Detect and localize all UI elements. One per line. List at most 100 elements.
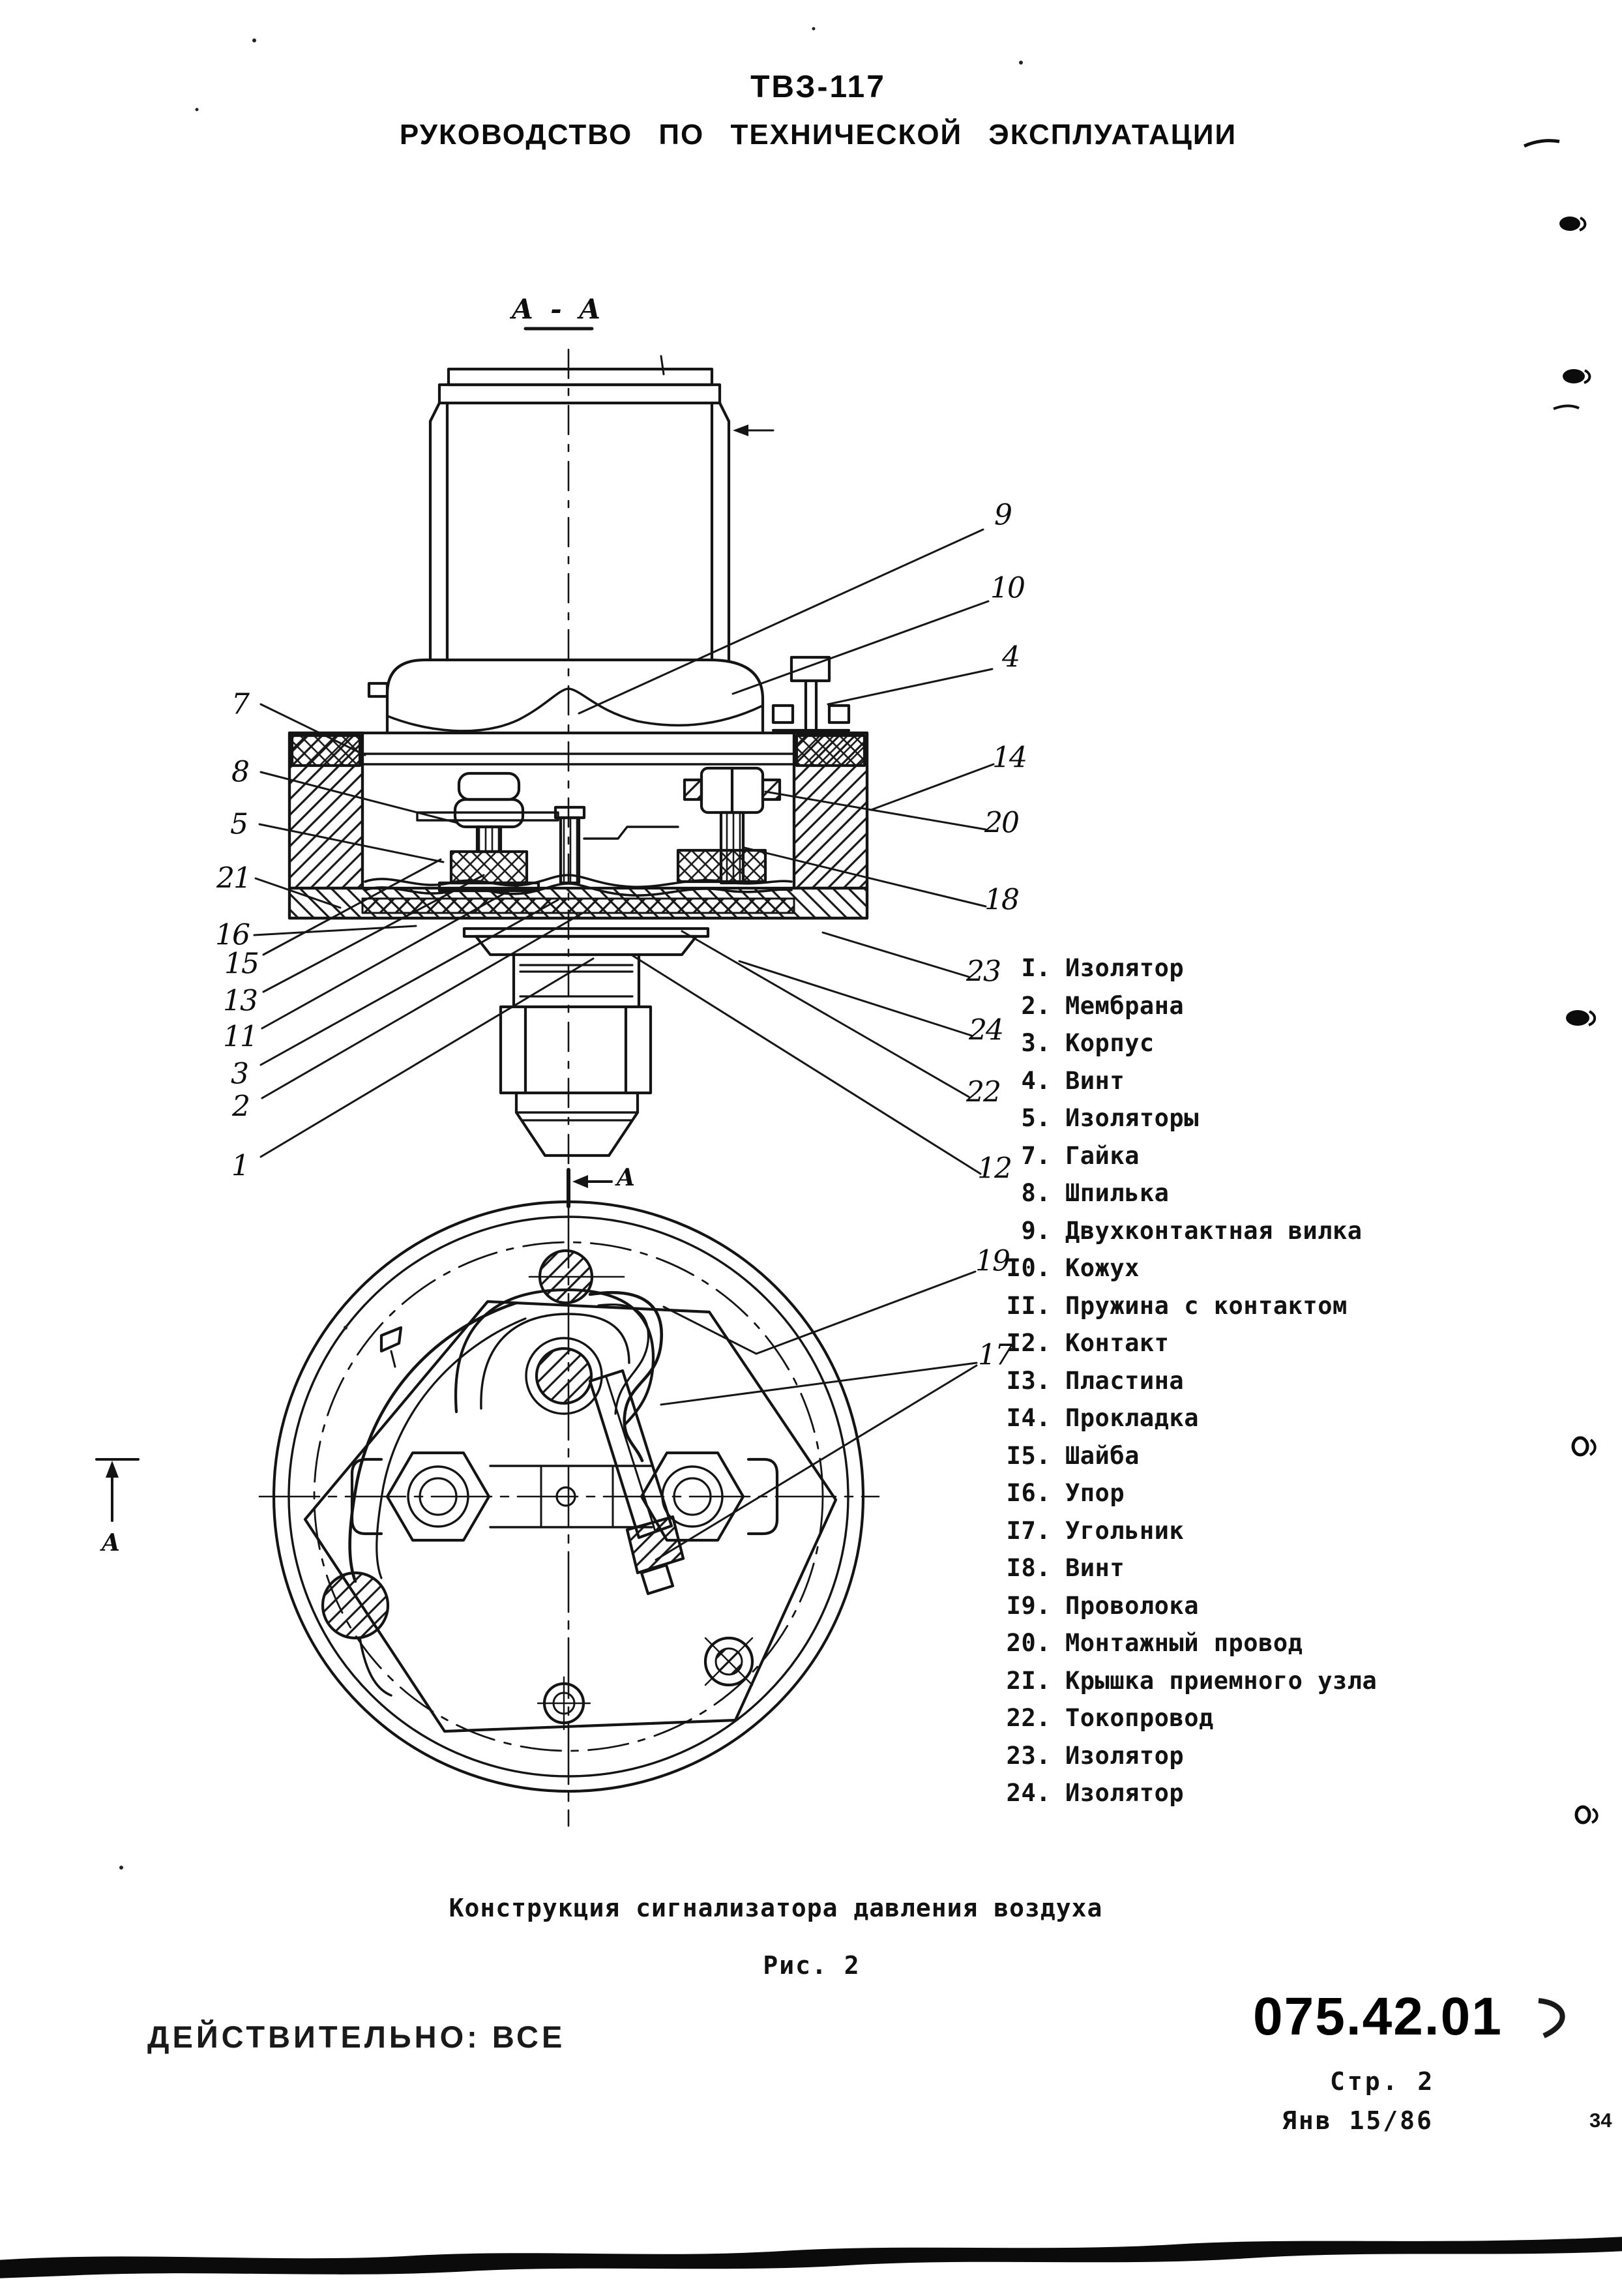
callout-16: 16: [215, 918, 250, 952]
part-number: 24.: [1006, 1779, 1051, 1807]
part-name: Винт: [1065, 1554, 1125, 1582]
part-number: I5.: [1006, 1441, 1051, 1470]
part-number: 5.: [1021, 1104, 1051, 1132]
part-name: Угольник: [1065, 1516, 1185, 1545]
parts-list-item: 9. Двухконтактная вилка: [1004, 1212, 1377, 1250]
callout-21: 21: [216, 861, 252, 895]
document-number: 075.42.01: [1253, 1987, 1503, 2046]
part-name: Двухконтактная вилка: [1065, 1216, 1363, 1245]
parts-list-item: 4. Винт: [1004, 1062, 1377, 1100]
parts-list-item: I0. Кожух: [1004, 1249, 1377, 1287]
callout-15: 15: [224, 947, 259, 981]
part-number: 4.: [1021, 1066, 1051, 1095]
parts-list-item: I8. Винт: [1004, 1549, 1377, 1587]
callout-19: 19: [975, 1244, 1010, 1278]
part-number: 20.: [1006, 1629, 1051, 1657]
parts-list-item: 8. Шпилька: [1004, 1174, 1377, 1212]
parts-list: I. Изолятор 2. Мембрана 3. Корпус 4. Винт 5.…: [1004, 949, 1377, 1812]
part-number: I2.: [1006, 1329, 1051, 1357]
part-name: Проволока: [1065, 1591, 1199, 1620]
callout-13: 13: [223, 984, 258, 1018]
callout-24: 24: [969, 1013, 1004, 1047]
part-number: I4.: [1006, 1404, 1051, 1432]
part-number: I0.: [1006, 1254, 1051, 1282]
page-number: Стр. 2: [1330, 2067, 1436, 2096]
parts-list-item: 22.Токопровод: [1004, 1699, 1377, 1737]
part-name: Токопровод: [1065, 1704, 1214, 1732]
document-title: РУКОВОДСТВО ПО ТЕХНИЧЕСКОЙ ЭКСПЛУАТАЦИИ: [399, 119, 1237, 151]
part-name: Корпус: [1065, 1029, 1155, 1057]
parts-list-item: I3. Пластина: [1004, 1362, 1377, 1400]
parts-list-item: 7. Гайка: [1004, 1137, 1377, 1175]
callout-5: 5: [230, 807, 248, 841]
callout-12: 12: [977, 1152, 1012, 1185]
section-label-a-a: A - A: [512, 293, 604, 325]
parts-list-item: I2. Контакт: [1004, 1324, 1377, 1362]
part-name: Пружина с контактом: [1065, 1291, 1348, 1320]
part-name: Винт: [1065, 1066, 1125, 1095]
leader-lines-top: [253, 528, 995, 1175]
callout-7: 7: [231, 687, 250, 721]
part-number: 7.: [1021, 1141, 1051, 1170]
part-name: Пластина: [1065, 1366, 1185, 1395]
part-name: Крышка приемного узла: [1065, 1666, 1378, 1695]
leader-lines-bottom: [655, 1270, 978, 1561]
callout-9: 9: [994, 498, 1012, 532]
callout-10: 10: [990, 571, 1025, 605]
callout-8: 8: [231, 755, 250, 789]
part-number: 23.: [1006, 1741, 1051, 1770]
parts-list-item: 23. Изолятор: [1004, 1737, 1377, 1775]
callout-22: 22: [966, 1075, 1001, 1109]
parts-list-item: 2I. Крышка приемного узла: [1004, 1662, 1377, 1700]
document-model: ТВЗ-117: [750, 70, 886, 104]
callout-11: 11: [223, 1020, 258, 1054]
part-name: Изолятор: [1065, 1741, 1185, 1770]
callout-23: 23: [966, 955, 1001, 989]
part-number: 2I.: [1006, 1666, 1051, 1695]
parts-list-item: 20.Монтажный провод: [1004, 1624, 1377, 1662]
part-number: 2.: [1021, 991, 1051, 1020]
part-number: I.: [1021, 954, 1051, 982]
parts-list-item: I9. Проволока: [1004, 1587, 1377, 1625]
scan-artifacts: [0, 27, 1622, 2278]
callout-20: 20: [984, 806, 1020, 840]
part-name: Шайба: [1065, 1441, 1140, 1470]
callout-1: 1: [231, 1149, 250, 1183]
figure-number: Рис. 2: [763, 1951, 861, 1980]
cut-arrow-letter-top: A: [617, 1164, 635, 1191]
part-number: 9.: [1021, 1216, 1051, 1245]
part-number: 3.: [1021, 1029, 1051, 1057]
part-number: I7.: [1006, 1516, 1051, 1545]
part-name: Изоляторы: [1065, 1104, 1199, 1132]
part-name: Кожух: [1065, 1254, 1140, 1282]
part-name: Гайка: [1065, 1141, 1140, 1170]
parts-list-item: I7. Угольник: [1004, 1512, 1377, 1550]
revision-date: Янв 15/86: [1282, 2106, 1434, 2135]
part-name: Прокладка: [1065, 1404, 1199, 1432]
parts-list-item: 5. Изоляторы: [1004, 1099, 1377, 1137]
parts-list-item: 24.Изолятор: [1004, 1774, 1377, 1812]
corner-number: 34: [1589, 2109, 1612, 2132]
parts-list-item: I5. Шайба: [1004, 1437, 1377, 1475]
callout-14: 14: [992, 741, 1027, 775]
parts-list-item: 3. Корпус: [1004, 1024, 1377, 1062]
cut-arrow-letter-side: A: [102, 1529, 120, 1557]
part-name: Шпилька: [1065, 1179, 1170, 1207]
bottom-view: [95, 1200, 880, 1827]
part-number: II.: [1006, 1291, 1051, 1320]
part-number: I9.: [1006, 1591, 1051, 1620]
part-number: I8.: [1006, 1554, 1051, 1582]
part-number: 8.: [1021, 1179, 1051, 1207]
part-name: Контакт: [1065, 1329, 1170, 1357]
callout-17: 17: [978, 1338, 1013, 1372]
part-number: I6.: [1006, 1479, 1051, 1507]
parts-list-item: 2. Мембрана: [1004, 987, 1377, 1025]
part-name: Изолятор: [1065, 954, 1185, 982]
parts-list-item: I6.Упор: [1004, 1474, 1377, 1512]
validity-label: ДЕЙСТВИТЕЛЬНО: ВСЕ: [147, 2020, 566, 2054]
part-name: Мембрана: [1065, 991, 1185, 1020]
part-number: I3.: [1006, 1366, 1051, 1395]
callout-18: 18: [984, 883, 1020, 917]
